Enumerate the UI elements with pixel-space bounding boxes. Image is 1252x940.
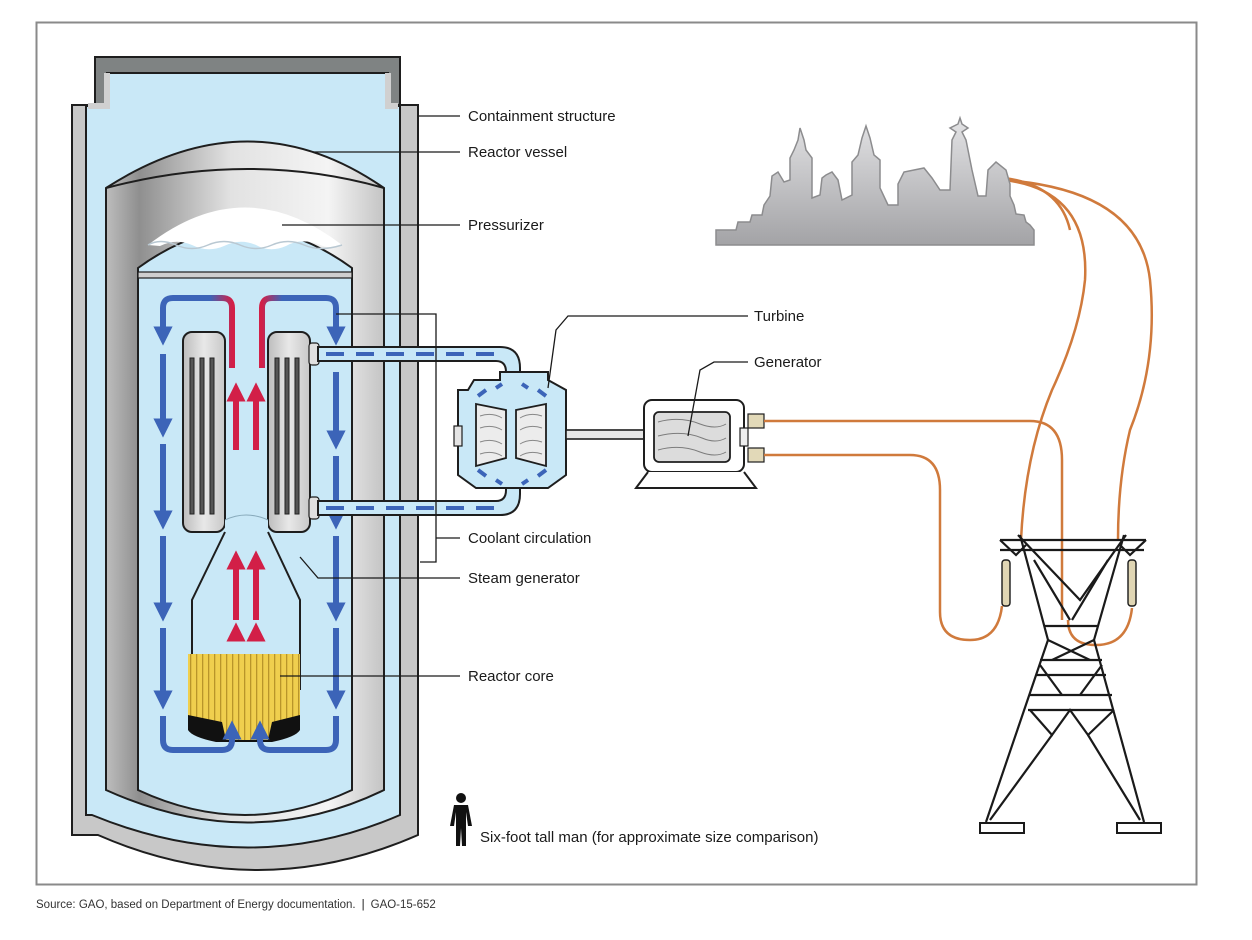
source-separator: | — [361, 899, 365, 911]
turbine-shaft — [565, 429, 655, 440]
label-steam-generator: Steam generator — [468, 570, 580, 587]
generator-icon — [634, 399, 765, 489]
turbine-icon — [453, 371, 567, 489]
person-icon — [450, 793, 472, 846]
label-scale-reference: Six-foot tall man (for approximate size … — [480, 829, 818, 846]
leader-lines — [280, 115, 748, 677]
city-skyline-icon — [715, 115, 1035, 246]
steam-generator-icon — [267, 331, 320, 533]
source-text: Source: GAO, based on Department of Ener… — [36, 899, 356, 911]
transmission-tower — [979, 534, 1162, 834]
steam-generator-icon — [182, 331, 226, 533]
report-id: GAO-15-652 — [370, 899, 436, 911]
label-reactor-vessel: Reactor vessel — [468, 144, 567, 161]
generator — [634, 399, 765, 489]
pressurizer — [137, 207, 353, 279]
person-silhouette — [450, 793, 472, 846]
source-note: Source: GAO, based on Department of Ener… — [36, 899, 436, 911]
label-generator: Generator — [754, 354, 822, 371]
steam-generator — [182, 331, 320, 690]
city-skyline — [715, 115, 1035, 246]
pressurizer-icon — [148, 207, 342, 250]
label-reactor-core: Reactor core — [468, 668, 554, 685]
primary-coolant-flow — [153, 295, 346, 753]
reactor-core-icon — [188, 654, 300, 742]
label-turbine: Turbine — [754, 308, 804, 325]
power-cables — [764, 176, 1154, 647]
label-pressurizer: Pressurizer — [468, 217, 544, 234]
label-coolant-circulation: Coolant circulation — [468, 530, 591, 547]
reactor-core — [188, 654, 300, 742]
turbine — [453, 371, 567, 489]
label-containment-structure: Containment structure — [468, 108, 616, 125]
pylon-icon — [984, 534, 1147, 823]
